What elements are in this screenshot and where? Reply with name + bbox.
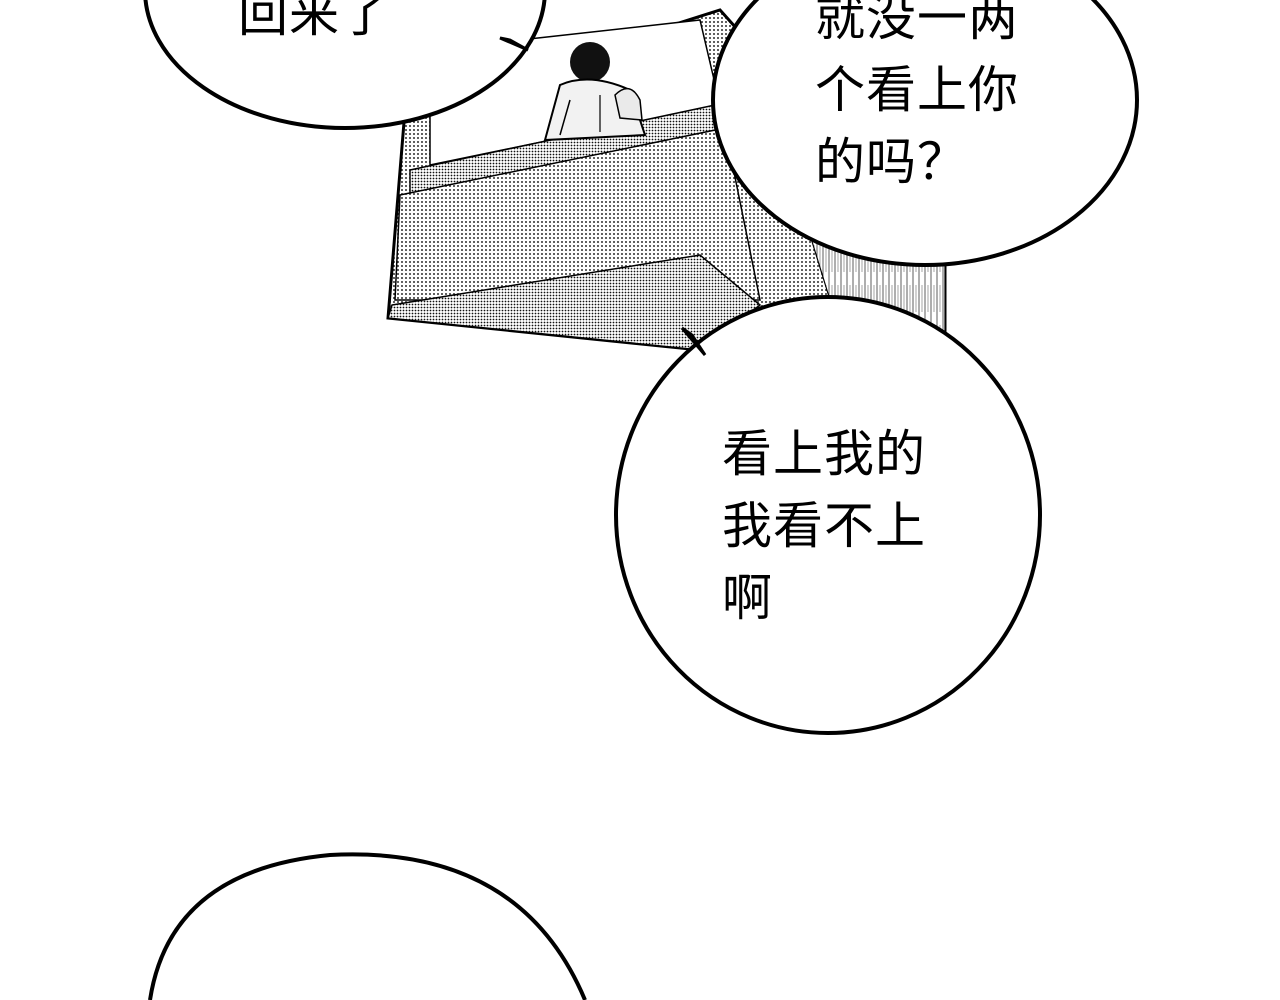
speech-bubble-top-right [711,0,1139,267]
bubble-line: 个看上你 [815,61,1019,119]
bubble-text-top-right: 就没一两 个看上你 的吗？ [815,0,1019,198]
speech-bubble-top-left [143,0,547,130]
speech-bubble-middle-right [614,295,1042,735]
bubble-line: 看上我的 [722,425,926,483]
bubble-tail [499,36,529,52]
seated-figure [543,42,647,142]
bubble-text-top-left: 回来了 [238,0,391,50]
desk-front [394,127,761,301]
bubble-text-middle-right: 看上我的 我看不上 啊 [722,418,926,634]
background-panel [386,8,947,352]
bubble-line: 啊 [722,569,773,627]
bubble-tail [680,326,707,356]
bubble-line: 就没一两 [815,0,1019,47]
speech-bubble-bottom-left [148,852,587,1000]
bubble-line: 的吗？ [815,133,968,191]
bubble-line: 我看不上 [722,497,926,555]
bubble-line: 回来了 [238,0,391,43]
